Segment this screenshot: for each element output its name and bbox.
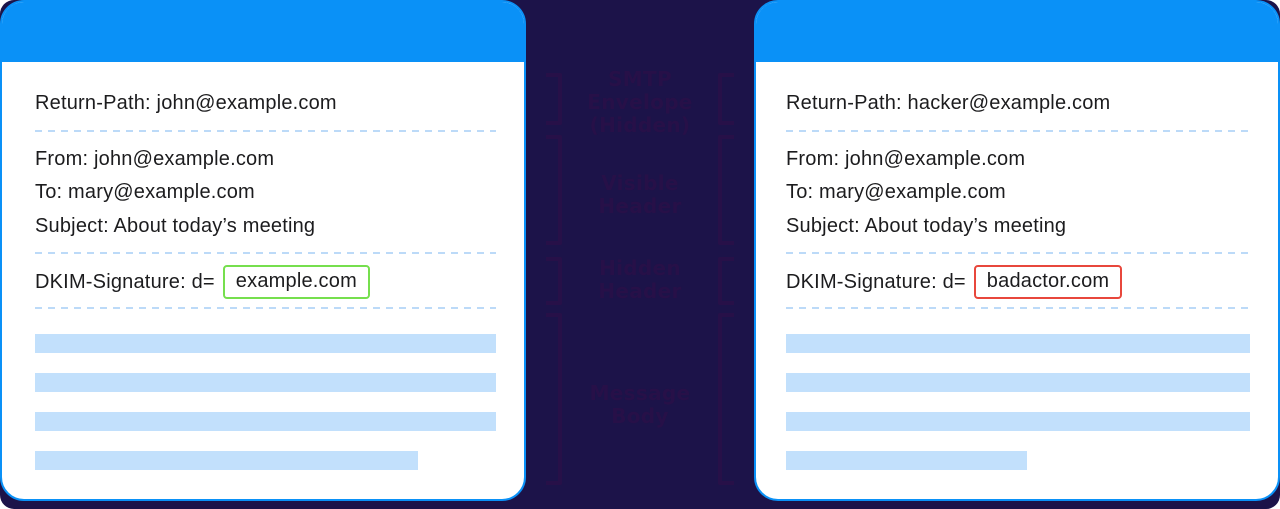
- bracket-message-body-left: [546, 313, 562, 485]
- redacted-text-bar: [35, 451, 418, 470]
- dashed-divider: [786, 130, 1250, 132]
- bracket-hidden-header-right: [718, 257, 734, 305]
- redacted-text-bar: [786, 373, 1250, 392]
- dashed-divider: [786, 307, 1250, 309]
- spoofed-email-card: Return-Path: hacker@example.com From: jo…: [754, 0, 1280, 501]
- redacted-text-bar: [786, 334, 1250, 353]
- bracket-smtp-envelope-left: [546, 73, 562, 125]
- to-line: To: mary@example.com: [35, 181, 255, 203]
- bracket-message-body-right: [718, 313, 734, 485]
- subject-line: Subject: About today’s meeting: [786, 215, 1067, 237]
- legitimate-email-card: Return-Path: john@example.com From: john…: [0, 0, 526, 501]
- dkim-label: DKIM-Signature: d=: [786, 270, 966, 293]
- bracket-visible-header-right: [718, 135, 734, 245]
- bracket-smtp-envelope-right: [718, 73, 734, 125]
- dashed-divider: [35, 252, 496, 254]
- dkim-signature-row: DKIM-Signature: d= example.com: [35, 263, 496, 301]
- to-line: To: mary@example.com: [786, 181, 1006, 203]
- message-body-placeholder: [786, 334, 1250, 490]
- dkim-domain-invalid-badge: badactor.com: [973, 265, 1123, 299]
- from-line: From: john@example.com: [786, 148, 1026, 170]
- return-path-line: Return-Path: john@example.com: [35, 92, 337, 114]
- dashed-divider: [35, 130, 496, 132]
- redacted-text-bar: [35, 334, 496, 353]
- return-path-line: Return-Path: hacker@example.com: [786, 92, 1111, 114]
- redacted-text-bar: [786, 412, 1250, 431]
- bracket-hidden-header-left: [546, 257, 562, 305]
- bracket-visible-header-left: [546, 135, 562, 245]
- redacted-text-bar: [35, 412, 496, 431]
- label-visible-header: Visible Header: [598, 171, 682, 218]
- subject-line: Subject: About today’s meeting: [35, 215, 316, 237]
- redacted-text-bar: [786, 451, 1028, 470]
- message-body-placeholder: [35, 334, 496, 490]
- label-message-body: Message Body: [589, 381, 691, 428]
- dkim-label: DKIM-Signature: d=: [35, 270, 215, 293]
- email-window-header: [756, 2, 1278, 62]
- redacted-text-bar: [35, 373, 496, 392]
- from-line: From: john@example.com: [35, 148, 275, 170]
- label-smtp-envelope: SMTP Envelope (Hidden): [587, 67, 693, 137]
- label-hidden-header: Hidden Header: [598, 256, 682, 303]
- dashed-divider: [35, 307, 496, 309]
- dkim-domain-valid-badge: example.com: [222, 265, 370, 299]
- email-window-header: [2, 2, 524, 62]
- dkim-signature-row: DKIM-Signature: d= badactor.com: [786, 263, 1250, 301]
- dashed-divider: [786, 252, 1250, 254]
